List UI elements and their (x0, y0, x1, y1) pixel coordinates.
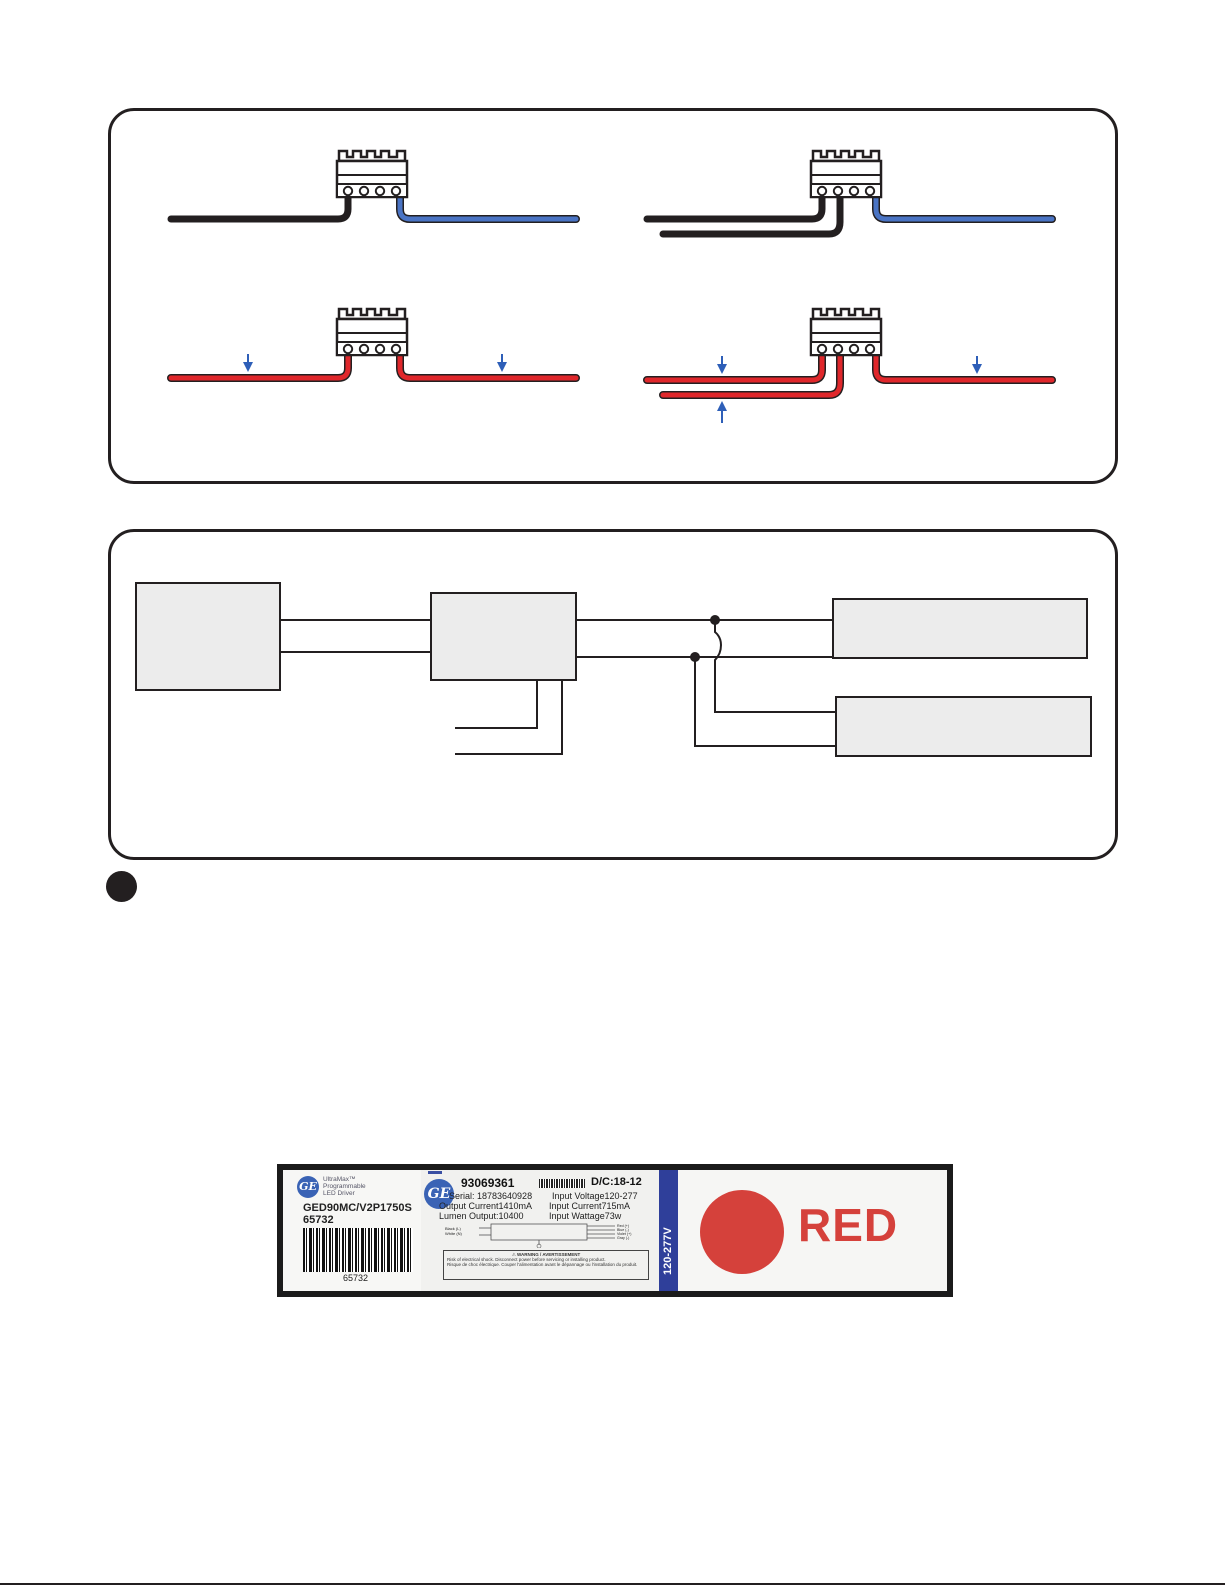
color-code-text: RED (798, 1199, 899, 1251)
brand-text: UltraMax™ Programmable LED Driver (323, 1176, 413, 1197)
dim-lead (455, 680, 538, 729)
blue-mark (428, 1171, 442, 1174)
wire-label: Red (+) (617, 1224, 630, 1228)
power-source-box (135, 582, 281, 691)
catalog-number: 65732 (303, 1214, 334, 1226)
push-in-connector-icon (335, 307, 409, 357)
push-in-connector-icon (809, 149, 883, 199)
wire-label-right: Red (+) Blue (-) Violet (+) Gray (-) (617, 1224, 631, 1240)
arrow-icon (496, 353, 508, 373)
push-in-connector-icon (335, 149, 409, 199)
wire-red (644, 347, 825, 383)
lumen-output-text: Lumen Output:10400 (439, 1211, 524, 1221)
connector-example-4 (643, 307, 1056, 423)
arrow-icon (971, 355, 983, 375)
date-code: D/C:18-12 (591, 1176, 642, 1188)
wire-black (659, 189, 844, 238)
wire-red (397, 347, 579, 381)
ge-logo: GE (424, 1179, 454, 1209)
red-dot-icon (700, 1190, 784, 1274)
wire-diagram-mini (479, 1223, 615, 1248)
voltage-text: 120-277V (659, 1227, 678, 1275)
arrow-icon (242, 353, 254, 373)
wiring-schematic (135, 582, 1092, 757)
wire-red (873, 347, 1055, 383)
output-current-text: Output Current1410mA (439, 1201, 533, 1211)
connector-diagram-panel (108, 108, 1118, 484)
wire-red (660, 347, 843, 398)
junction-dot (690, 652, 700, 662)
barcode (303, 1228, 413, 1272)
ge-logo: GE (297, 1176, 319, 1198)
junction-dot (710, 615, 720, 625)
step-bullet-icon (106, 871, 137, 902)
wire-label: Blue (-) (617, 1228, 629, 1232)
driver-label: GE UltraMax™ Programmable LED Driver GED… (277, 1164, 953, 1297)
connector-example-2 (643, 149, 1056, 238)
connector-example-3 (167, 307, 580, 382)
label-left-section: GE UltraMax™ Programmable LED Driver GED… (283, 1170, 422, 1291)
wire-red (168, 347, 351, 381)
barcode-number: 65732 (343, 1273, 369, 1283)
warning-english: Risk of electrical shock. Disconnect pow… (447, 1257, 606, 1262)
led-module-2-box (835, 696, 1092, 757)
label-spec-section: GE 93069361 D/C:18-12 Serial: 1878364092… (421, 1170, 659, 1291)
wire-label: Violet (+) (617, 1232, 632, 1236)
output-branch (694, 657, 836, 747)
input-voltage-text: Input Voltage120-277 (552, 1191, 638, 1201)
wire-label: Black (L) (445, 1226, 461, 1231)
page-bottom-rule (0, 1583, 1225, 1585)
part-number: 93069361 (461, 1176, 515, 1190)
warning-box: ⚠ WARNING / AVERTISSEMENT Risk of electr… (443, 1250, 649, 1280)
wire-blue (397, 190, 579, 222)
wire-label: White (N) (445, 1231, 462, 1236)
wire-blue (873, 190, 1055, 222)
wire-label-left: Black (L) White (N) (445, 1226, 462, 1236)
output-branch (714, 620, 836, 713)
connector-example-1 (167, 149, 580, 223)
brand-line: UltraMax™ (323, 1176, 356, 1183)
input-wattage-text: Input Wattage73w (549, 1211, 622, 1221)
wire-label: Gray (-) (617, 1236, 630, 1240)
brand-line: LED Driver (323, 1190, 355, 1197)
arrow-icon (717, 401, 727, 423)
input-current-text: Input Current715mA (549, 1201, 631, 1211)
led-module-1-box (832, 598, 1088, 659)
warning-french: Risque de choc électrique. Couper l'alim… (447, 1262, 638, 1267)
voltage-strip (659, 1170, 678, 1291)
driver-label-face: GE UltraMax™ Programmable LED Driver GED… (283, 1170, 947, 1291)
wire-black (167, 189, 352, 223)
push-in-connector-icon (809, 307, 883, 357)
led-driver-box (430, 592, 577, 681)
model-number: GED90MC/V2P1750S (303, 1202, 412, 1214)
serial-text: Serial: 18783640928 (449, 1191, 533, 1201)
arrow-icon (716, 355, 728, 375)
color-code-section: RED (678, 1170, 947, 1291)
wire-black (643, 189, 826, 223)
mini-barcode (539, 1179, 585, 1188)
model-text: GED90MC/V2P1750S 65732 (303, 1202, 412, 1226)
warning-title: ⚠ WARNING / AVERTISSEMENT (511, 1252, 581, 1257)
brand-line: Programmable (323, 1183, 366, 1190)
dim-lead (455, 680, 563, 755)
